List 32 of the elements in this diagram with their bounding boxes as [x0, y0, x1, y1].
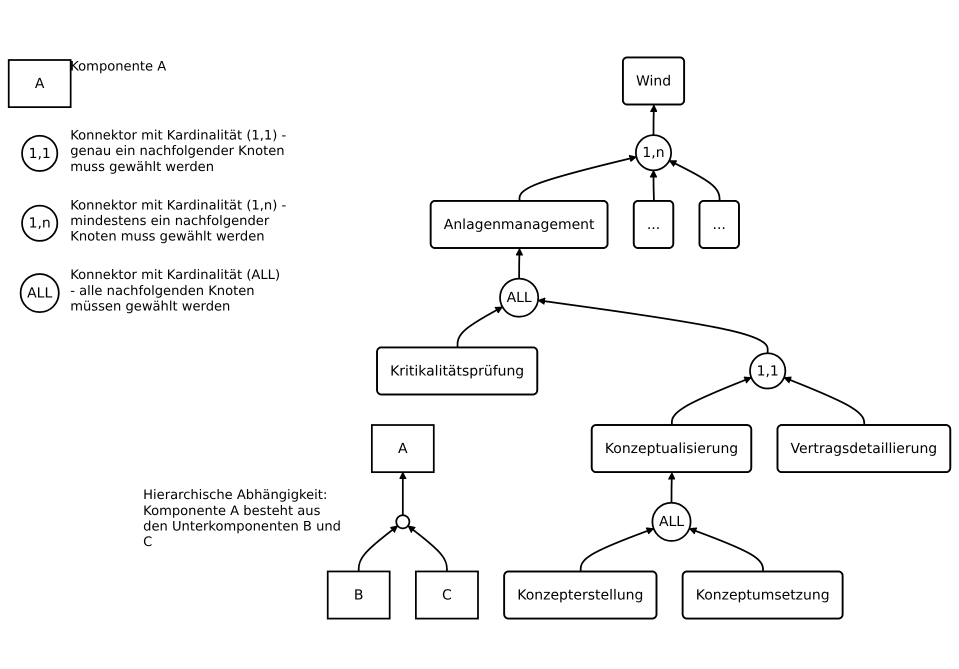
- arrow: [580, 527, 654, 572]
- node-caption: Komponente A: [70, 58, 166, 74]
- arrow: [538, 297, 769, 354]
- node-circle: ALL: [499, 278, 540, 318]
- arrow: [668, 472, 676, 503]
- node-circle: 1,n: [635, 134, 672, 172]
- arrow: [518, 154, 637, 202]
- node-circle: ALL: [652, 502, 692, 542]
- node-circle: [395, 514, 410, 530]
- node-circle: 1,1: [749, 352, 786, 390]
- arrow: [408, 525, 448, 572]
- node-box: B: [326, 570, 391, 620]
- node-box: C: [415, 570, 479, 620]
- arrow: [516, 248, 524, 279]
- arrow: [689, 527, 764, 572]
- arrow: [358, 525, 398, 572]
- arrow: [650, 170, 658, 202]
- arrow: [456, 306, 503, 348]
- node-caption: Konnektor mit Kardinalität (1,n) - mindestens ein nachfolgender Knoten muss gewählt werden: [70, 197, 288, 244]
- node-caption: Konnektor mit Kardinalität (ALL) - alle nachfolgenden Knoten müssen gewählt werden: [70, 266, 282, 314]
- node-circle: 1,n: [21, 204, 58, 242]
- node-box: A: [8, 59, 72, 108]
- node-circle: 1,1: [21, 134, 58, 172]
- arrow: [668, 160, 721, 202]
- arrow: [670, 376, 752, 426]
- note-text: Hierarchische Abhängigkeit: Komponente A besteht aus den Unterkomponenten B und C: [143, 486, 342, 550]
- arrow: [784, 376, 866, 426]
- node-circle: ALL: [20, 273, 60, 314]
- node-box: A: [370, 424, 435, 474]
- node-caption: Konnektor mit Kardinalität (1,1) - genau ein nachfolgender Knoten muss gewählt werden: [70, 127, 288, 174]
- arrow: [398, 472, 407, 516]
- arrow: [650, 104, 658, 136]
